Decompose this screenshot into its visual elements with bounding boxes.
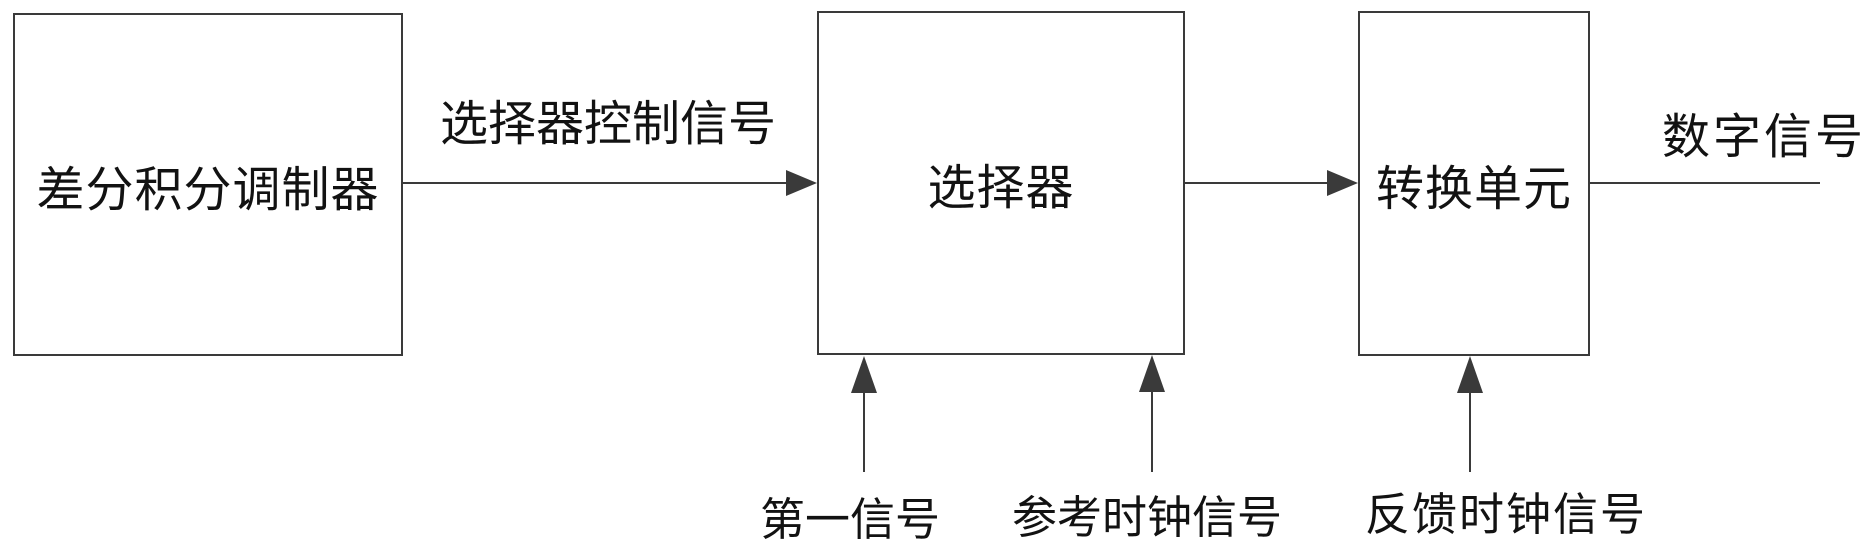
arrowhead-up-icon (1457, 356, 1483, 393)
digital-signal-label: 数字信号 (1662, 111, 1867, 164)
selector-box: 选择器 (817, 11, 1185, 355)
wire-modulator-to-selector (403, 182, 790, 184)
modulator-box-label: 差分积分调制器 (36, 163, 380, 217)
wire-reference-clock-input (1151, 391, 1153, 472)
arrowhead-right-icon (1327, 170, 1358, 196)
modulator-box: 差分积分调制器 (13, 13, 403, 356)
wire-converter-output (1590, 182, 1820, 184)
wire-feedback-clock-input (1469, 391, 1471, 472)
feedback-clock-label: 反馈时钟信号 (1365, 490, 1648, 540)
arrowhead-up-icon (1139, 355, 1165, 392)
converter-box-label: 转换单元 (1375, 162, 1572, 216)
converter-box: 转换单元 (1358, 11, 1590, 356)
control-signal-label: 选择器控制信号 (440, 98, 777, 151)
wire-selector-to-converter (1185, 182, 1328, 184)
first-signal-label: 第一信号 (760, 495, 941, 542)
arrowhead-up-icon (851, 356, 877, 393)
arrowhead-right-icon (786, 170, 817, 196)
selector-box-label: 选择器 (927, 162, 1075, 215)
reference-clock-label: 参考时钟信号 (1012, 493, 1283, 542)
wire-first-signal-input (863, 391, 865, 472)
